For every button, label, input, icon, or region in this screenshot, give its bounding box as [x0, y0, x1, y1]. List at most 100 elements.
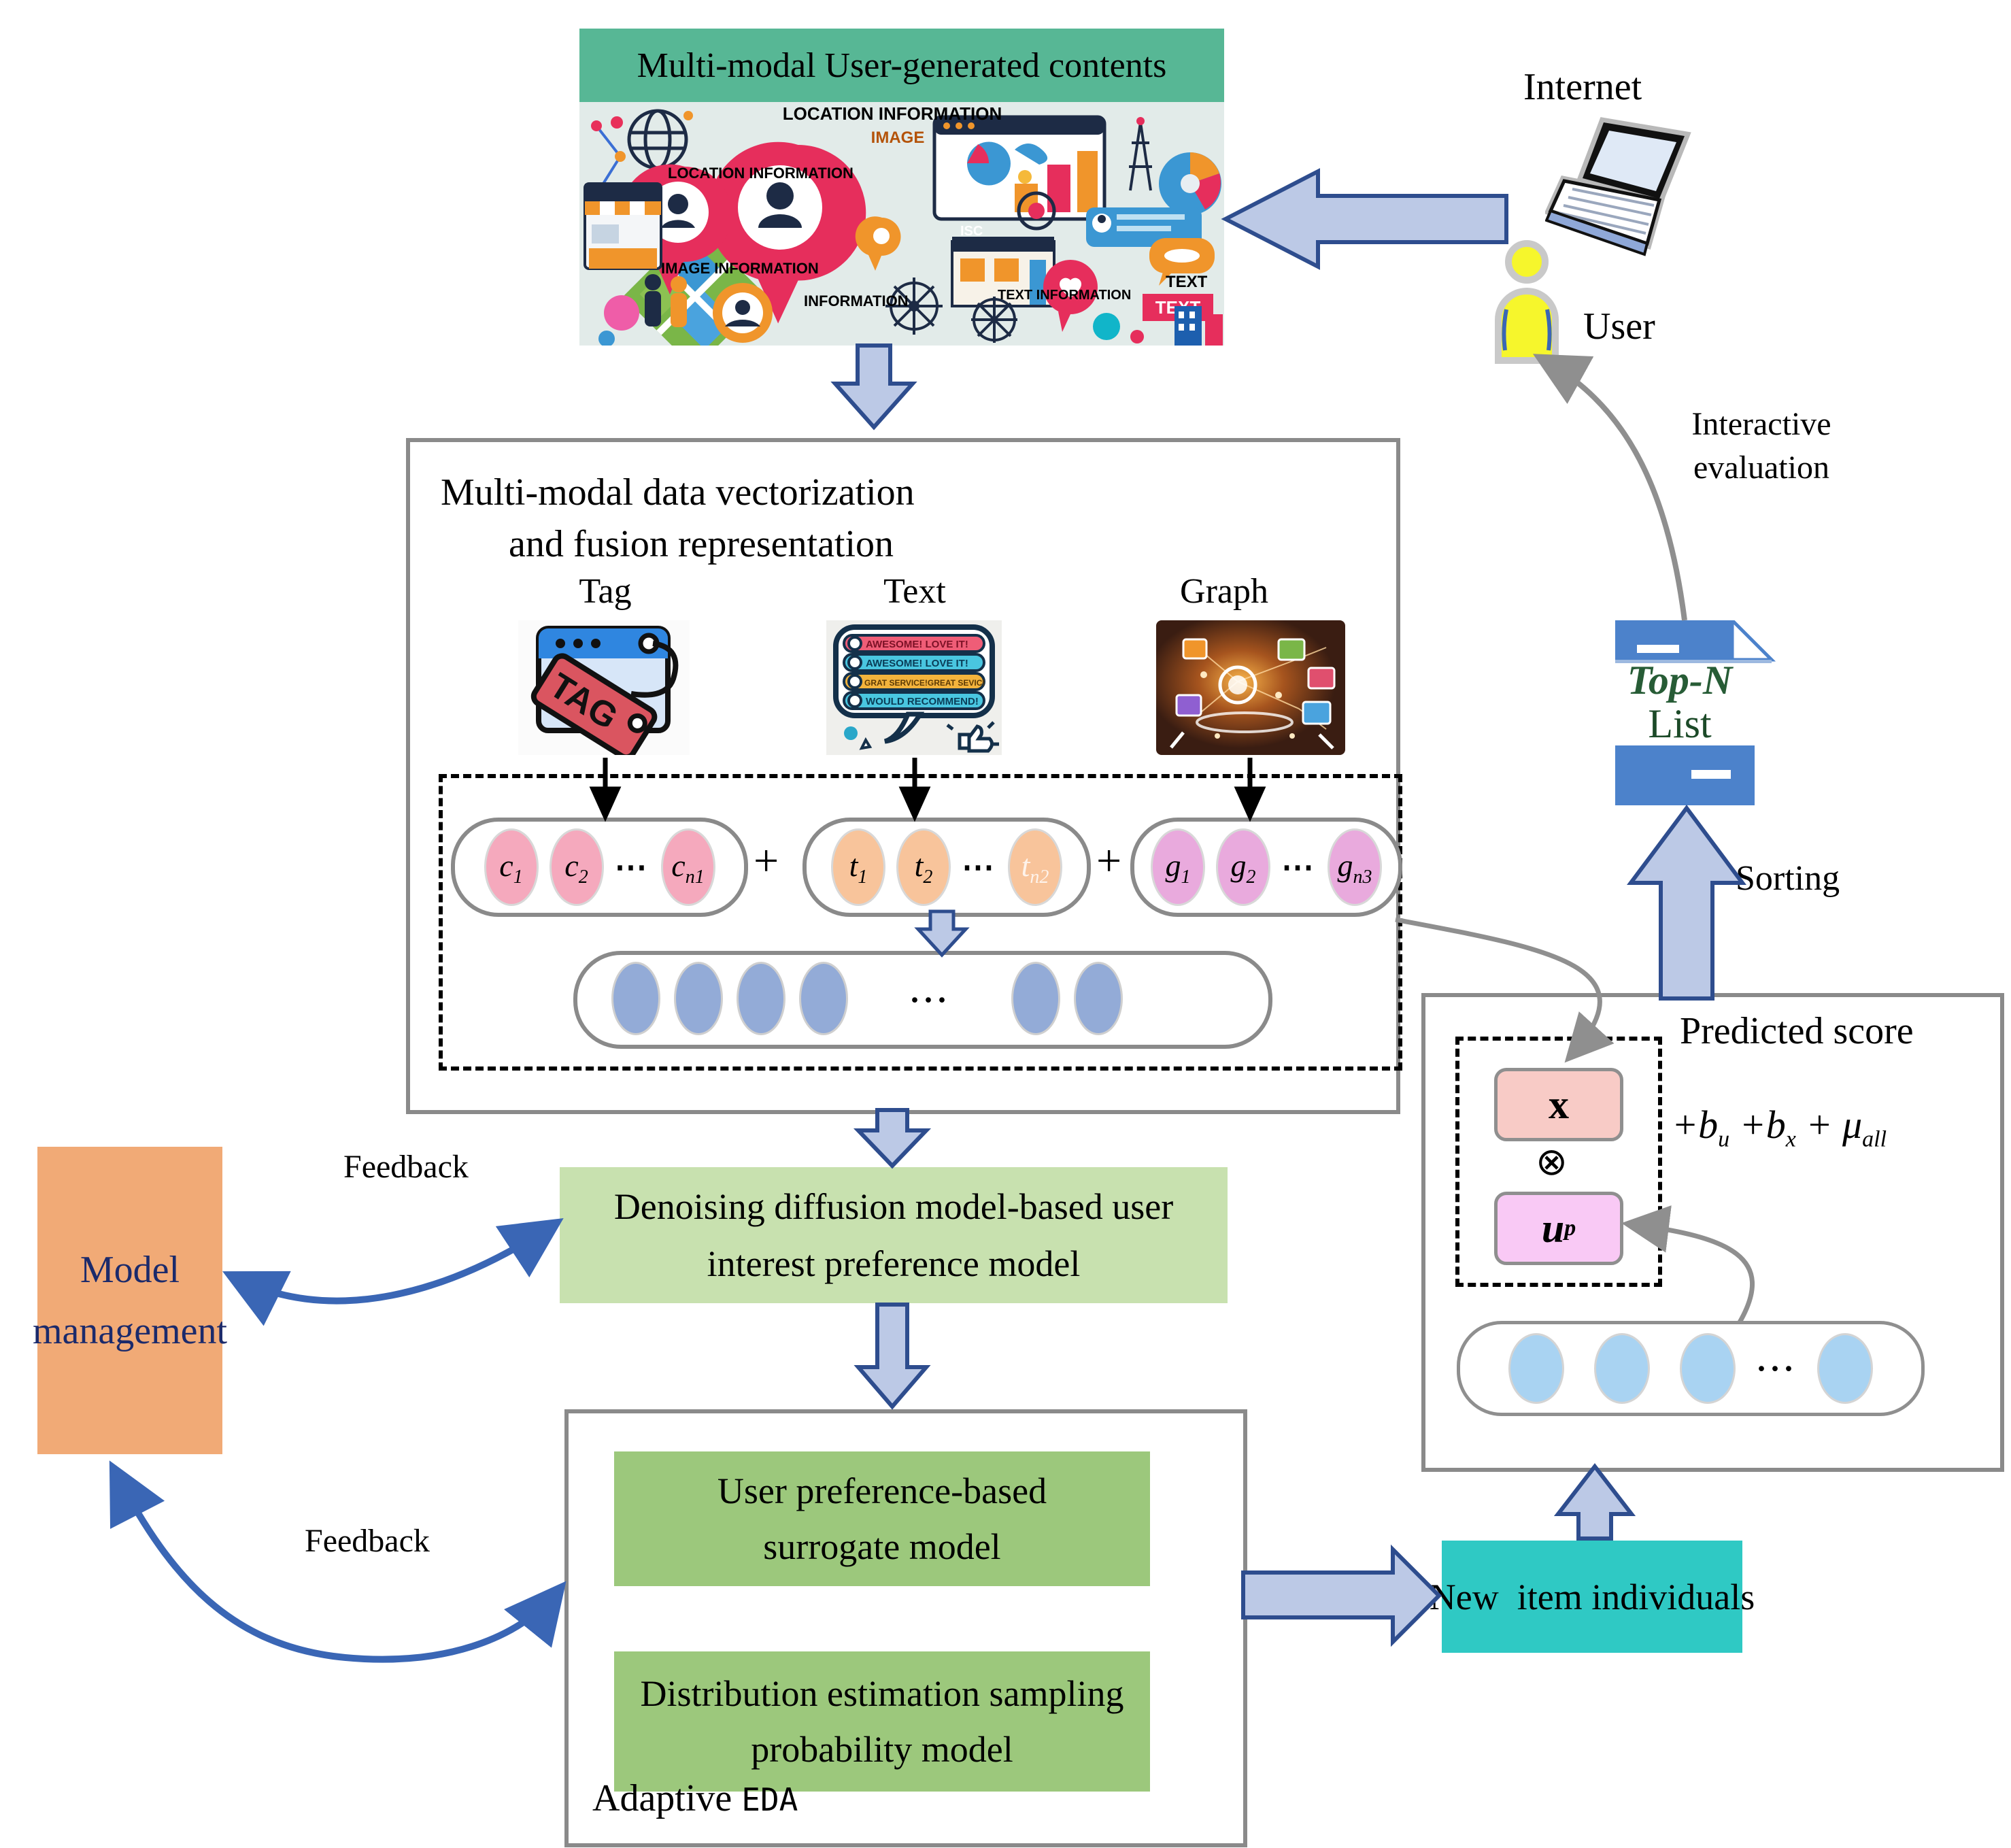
- graph-image: [1156, 620, 1345, 755]
- modality-label-text: Text: [883, 572, 946, 611]
- vector-dot: [1593, 1333, 1650, 1404]
- vector-ellipse-t: t1: [831, 828, 885, 906]
- dot: [611, 116, 623, 129]
- predicted-score-title: Predicted score: [1680, 1010, 1914, 1052]
- color-disc-icon: [1159, 152, 1221, 215]
- review-line: AWESOME! LOVE IT!: [866, 658, 968, 669]
- modality-label-graph: Graph: [1180, 572, 1268, 611]
- camera-pin-icon: [713, 283, 773, 343]
- topn-doc-icon: [1615, 620, 1778, 668]
- review-line: GRAT SERVICE!GREAT SEVIC!: [864, 678, 985, 688]
- vectorization-title-line1: Multi-modal data vectorization: [441, 471, 915, 514]
- header-title: Multi-modal User-generated contents: [637, 46, 1167, 85]
- globe-icon: [627, 109, 688, 170]
- collage-label-text: TEXT: [1166, 273, 1208, 291]
- plus-sign-2: +: [1096, 836, 1122, 886]
- curve-feedback-top: [222, 1218, 564, 1326]
- arrow-denoising-to-eda: [854, 1303, 931, 1410]
- collage-illustration: TEXT: [584, 103, 1223, 346]
- text-image: AWESOME! LOVE IT! AWESOME! LOVE IT! GRAT…: [826, 620, 1002, 755]
- vector-dot: [674, 961, 723, 1035]
- laptop-icon: [1545, 110, 1702, 267]
- arrow-eda-to-newitem: [1241, 1544, 1442, 1647]
- vector-dot: [1011, 961, 1061, 1035]
- vector-dot: [611, 961, 660, 1035]
- vector-dot: [737, 961, 785, 1035]
- item-vector-x-box: x: [1494, 1068, 1623, 1141]
- collage-label-shop: ISC: [960, 224, 983, 239]
- user-icon: [1486, 238, 1568, 367]
- vectorization-title-line2: and fusion representation: [509, 523, 894, 565]
- vector-ellipse-g: g1: [1151, 828, 1205, 906]
- internet-label: Internet: [1523, 66, 1642, 108]
- vector-ellipse-t: t2: [896, 828, 951, 906]
- speech-bubble-icon: [1149, 238, 1215, 286]
- vector-ellipse-g: gn3: [1328, 828, 1382, 906]
- curve-topn-to-user: [1533, 354, 1687, 621]
- vector-ellipse-g: g2: [1216, 828, 1270, 906]
- topn-label-line2: List: [1648, 701, 1712, 746]
- target-icon: [1017, 191, 1056, 231]
- adaptive-eda-box: User preference-based surrogate model Di…: [564, 1409, 1247, 1847]
- review-line: WOULD RECOMMEND!: [866, 696, 979, 707]
- browser-pie-icon: [932, 115, 1106, 221]
- vector-dot: [1508, 1333, 1564, 1404]
- vector-ellipse-c: c2: [549, 828, 604, 906]
- sorting-label: Sorting: [1736, 859, 1840, 898]
- plus-sign-1: +: [754, 836, 779, 886]
- bias-formula: +bu +bx + μall: [1672, 1103, 1887, 1152]
- topn-bar-icon: [1615, 745, 1755, 805]
- adaptive-eda-caption: Adaptive EDA: [592, 1777, 798, 1819]
- otimes-symbol: ⊗: [1536, 1141, 1568, 1183]
- people-icons: [645, 274, 687, 327]
- arrow-sorting-up: [1627, 804, 1746, 1001]
- vector-dot: [1074, 961, 1123, 1035]
- feedback-label-top: Feedback: [343, 1149, 469, 1185]
- vector-dot: [1679, 1333, 1736, 1404]
- vector-ellipse-c: cn1: [660, 828, 715, 906]
- new-item-individuals-box: New item individuals: [1430, 1541, 1755, 1653]
- header-multimodal-ugc: Multi-modal User-generated contents: [579, 29, 1224, 102]
- arrow-internet-to-collage: [1221, 168, 1508, 270]
- candidate-item-vector: ···: [1457, 1321, 1925, 1416]
- arrow-collage-to-vectorization: [830, 343, 917, 431]
- heart-bubble-icon: [1043, 260, 1098, 332]
- vector-dot: [1817, 1333, 1874, 1404]
- radio-tower-icon: [1129, 117, 1152, 191]
- vector-dot: [799, 961, 848, 1035]
- thumbs-up-icon: [946, 721, 999, 753]
- vector-ellipse-c: c1: [484, 828, 539, 906]
- curve-feedback-bottom: [109, 1460, 567, 1663]
- arrow-vectorization-to-denoising: [853, 1108, 932, 1169]
- collage-label-info: INFORMATION: [804, 292, 909, 309]
- compass-icon: [885, 278, 943, 335]
- dot: [844, 726, 858, 740]
- fused-dots-right: [1004, 961, 1130, 1039]
- vector-ellipsis: ⋯: [962, 850, 997, 886]
- topn-label-line1: Top-N: [1627, 658, 1733, 703]
- collage-label-image-info: IMAGE INFORMATION: [661, 260, 819, 277]
- teal-dot: [1093, 313, 1120, 340]
- distribution-model-box: Distribution estimation sampling probabi…: [614, 1651, 1150, 1792]
- model-management-box: Model management: [33, 1147, 227, 1454]
- surrogate-model-box: User preference-based surrogate model: [614, 1451, 1150, 1586]
- buildings-icon: [1175, 306, 1223, 346]
- modality-label-tag: Tag: [579, 572, 632, 611]
- arrow-newitem-to-predicted: [1553, 1463, 1636, 1541]
- interactive-evaluation-label: Interactive evaluation: [1691, 406, 1831, 486]
- collage-label-image: IMAGE: [871, 129, 925, 147]
- tag-image: TAG: [518, 620, 690, 755]
- collage-label-location-left: LOCATION INFORMATION: [668, 165, 854, 182]
- fused-vector: ···: [573, 951, 1272, 1049]
- collage-label-text-info: TEXT INFORMATION: [998, 288, 1131, 303]
- dot: [683, 111, 693, 120]
- denoising-model-box: Denoising diffusion model-based user int…: [560, 1167, 1228, 1303]
- fused-dots-left: [605, 961, 855, 1039]
- storefront-icon: [584, 182, 662, 270]
- review-line: AWESOME! LOVE IT!: [866, 639, 968, 650]
